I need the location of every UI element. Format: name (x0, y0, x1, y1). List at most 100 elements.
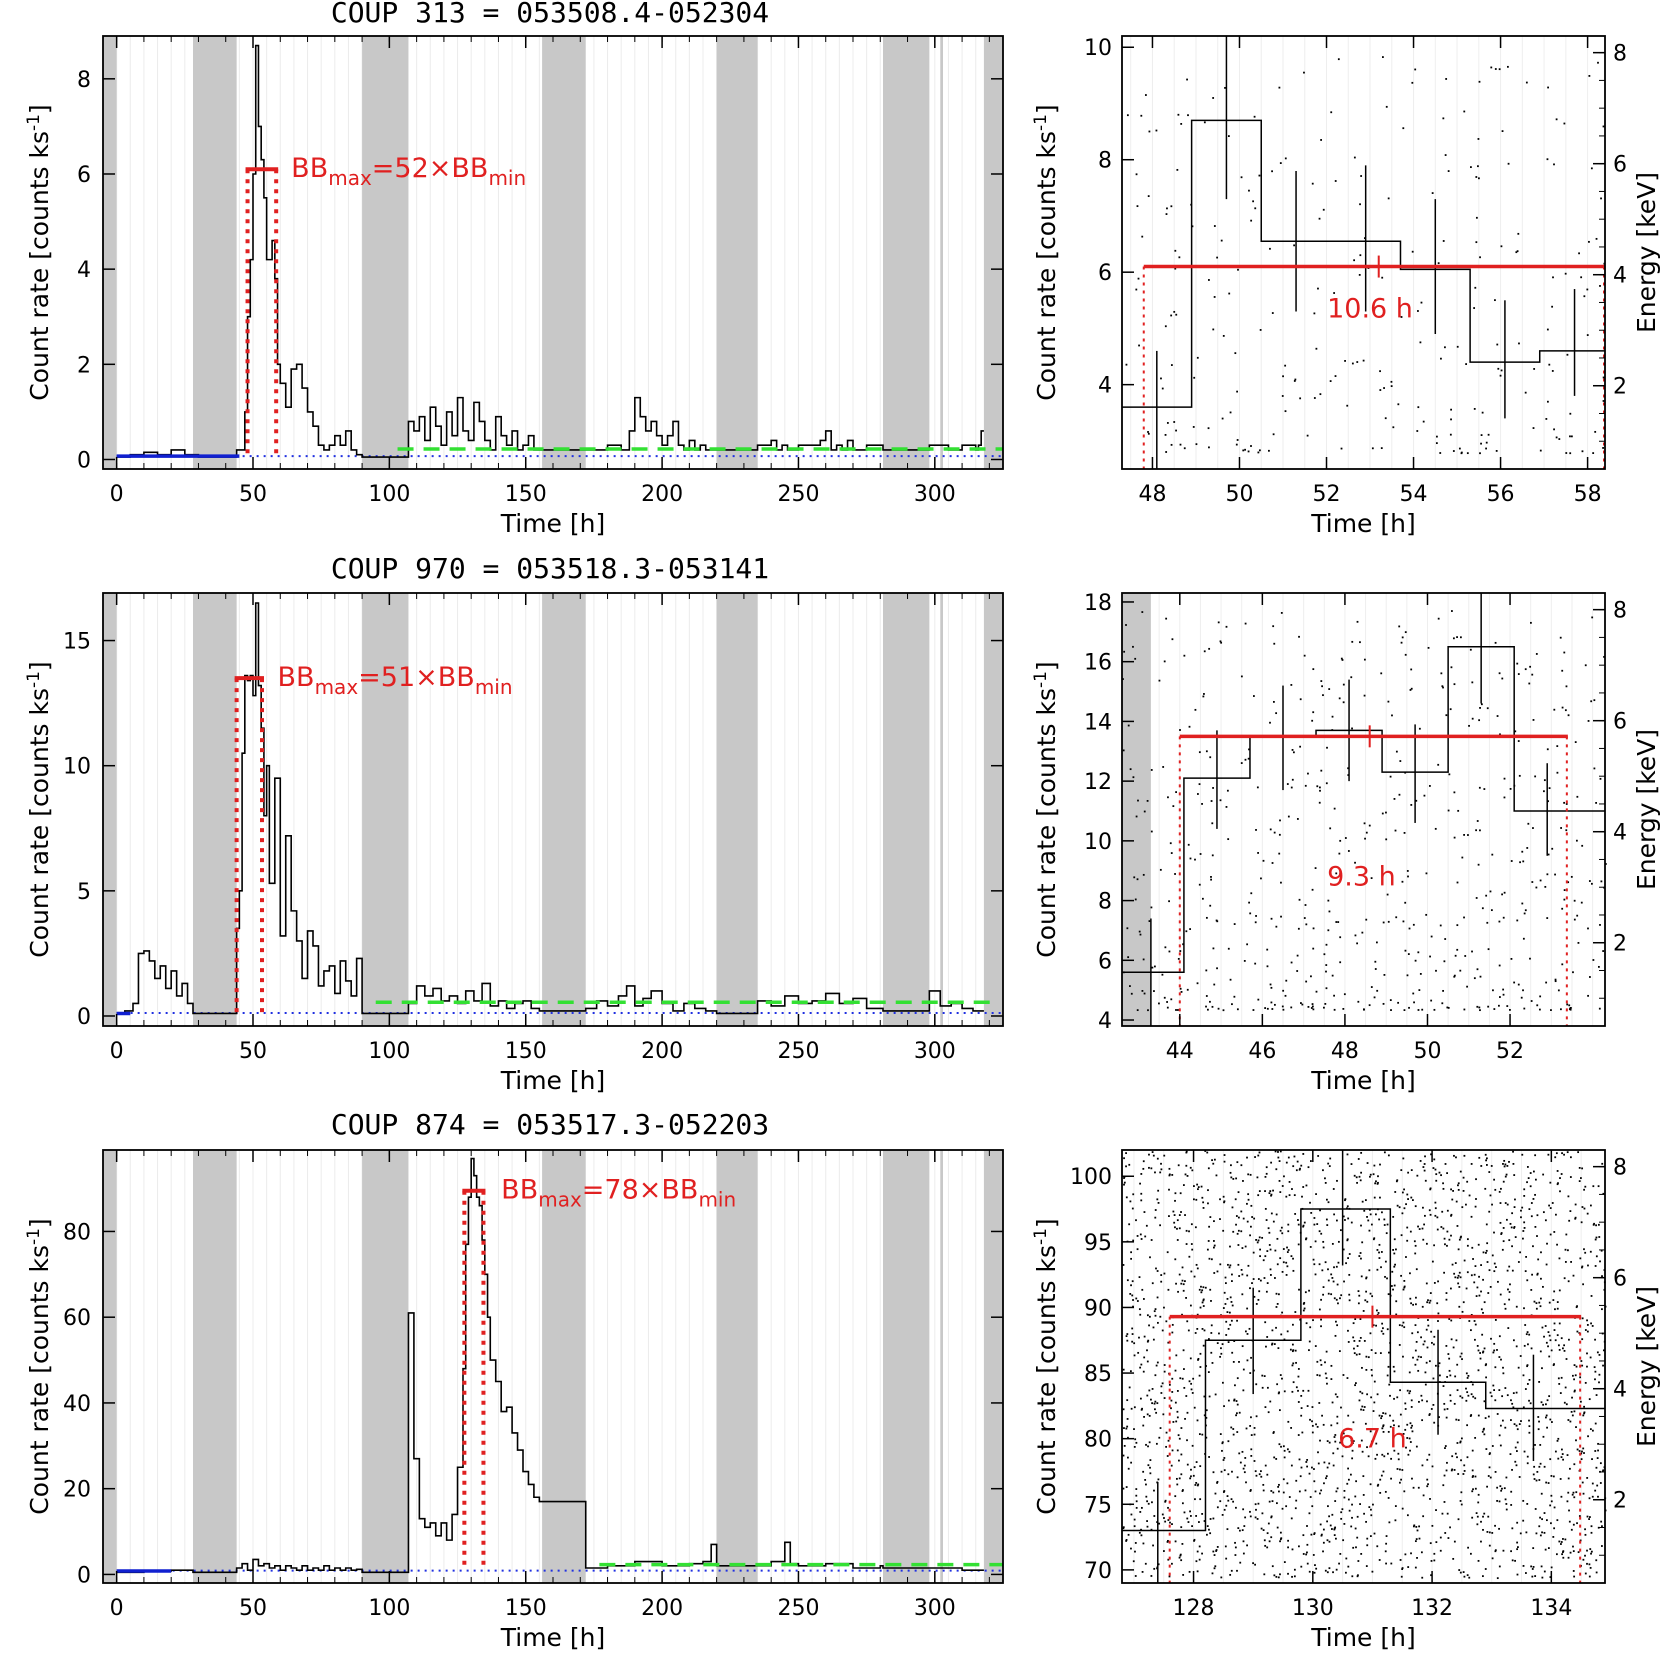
photon-event (1426, 1301, 1429, 1304)
photon-event (1334, 1393, 1337, 1396)
photon-event (1393, 1265, 1396, 1268)
photon-event (1140, 1173, 1143, 1175)
x-tick-label: 0 (110, 1596, 124, 1621)
photon-event (1516, 1409, 1519, 1412)
photon-event (1322, 1286, 1325, 1288)
photon-event (1553, 1527, 1556, 1530)
photon-event (1171, 638, 1174, 641)
photon-event (1518, 1476, 1521, 1478)
photon-event (1288, 1194, 1291, 1197)
photon-event (1156, 1157, 1159, 1160)
photon-event (1460, 1437, 1463, 1440)
photon-event (1140, 1238, 1143, 1240)
photon-event (1449, 1526, 1451, 1529)
photon-event (1148, 1389, 1151, 1392)
photon-event (1583, 1248, 1585, 1251)
photon-event (1208, 647, 1211, 650)
photon-event (1531, 673, 1534, 676)
photon-event (1294, 1507, 1297, 1510)
photon-event (1461, 1310, 1464, 1313)
photon-event (1399, 1481, 1401, 1484)
photon-event (1378, 1414, 1381, 1417)
photon-event (1409, 689, 1412, 691)
photon-event (1395, 1248, 1397, 1251)
photon-event (1209, 1216, 1212, 1218)
photon-event (1384, 1260, 1387, 1263)
photon-event (1423, 1169, 1426, 1172)
photon-event (1278, 1293, 1280, 1296)
photon-event (1400, 1575, 1403, 1578)
photon-event (1465, 1387, 1467, 1390)
photon-event (1515, 1305, 1518, 1308)
photon-event (1358, 1255, 1361, 1257)
photon-event (1212, 1550, 1215, 1553)
photon-event (1470, 1414, 1473, 1416)
photon-event (1146, 1314, 1149, 1317)
photon-event (1178, 1214, 1181, 1216)
bb-ratio-annotation: BBmax=52×BBmin (291, 153, 526, 190)
photon-event (1549, 1504, 1552, 1507)
photon-event (1560, 1495, 1563, 1498)
photon-event (1322, 208, 1325, 211)
photon-event (1346, 1207, 1348, 1210)
photon-event (1491, 1203, 1493, 1206)
photon-event (1602, 1364, 1604, 1367)
plot-frame (1121, 1149, 1606, 1584)
photon-event (1581, 1266, 1583, 1269)
photon-event (1455, 1200, 1458, 1203)
photon-event (1158, 1002, 1160, 1005)
photon-event (1221, 1381, 1224, 1384)
photon-event (1139, 1182, 1141, 1185)
photon-event (1273, 1003, 1276, 1006)
photon-event (1415, 799, 1418, 802)
photon-event (1538, 1465, 1541, 1468)
photon-event (1479, 829, 1481, 832)
photon-event (1179, 443, 1182, 446)
photon-event (1314, 1240, 1317, 1243)
photon-event (1151, 1402, 1154, 1405)
photon-event (1516, 1548, 1519, 1551)
photon-event (1492, 1384, 1495, 1387)
photon-event (1361, 931, 1364, 934)
photon-event (1395, 1300, 1398, 1303)
photon-event (1414, 1349, 1417, 1352)
photon-event (1411, 1199, 1414, 1201)
photon-event (1575, 1439, 1577, 1442)
photon-event (1276, 1526, 1279, 1529)
photon-event (1456, 1225, 1459, 1227)
photon-event (1406, 1514, 1409, 1517)
photon-event (1285, 979, 1288, 982)
photon-event (1282, 1248, 1285, 1250)
photon-event (1128, 1163, 1131, 1166)
photon-event (1212, 787, 1214, 789)
photon-event (1511, 1468, 1513, 1471)
data-gap-band (983, 36, 1003, 469)
photon-event (1236, 1569, 1238, 1572)
x-tick-label: 48 (1331, 1039, 1359, 1064)
photon-event (1588, 1398, 1591, 1401)
photon-event (1483, 788, 1486, 790)
photon-event (1601, 1545, 1603, 1547)
photon-event (1402, 1321, 1405, 1324)
photon-event (1441, 1210, 1444, 1213)
photon-event (1339, 839, 1342, 842)
photon-event (1457, 1182, 1460, 1185)
photon-event (1498, 1004, 1500, 1007)
photon-event (1160, 1274, 1163, 1276)
photon-event (1322, 1423, 1325, 1426)
photon-event (1533, 1300, 1536, 1303)
photon-event (1477, 1369, 1480, 1372)
photon-event (1500, 1358, 1502, 1361)
photon-event (1485, 1376, 1487, 1379)
photon-event (1202, 1298, 1205, 1301)
photon-event (1293, 1568, 1296, 1571)
photon-event (1134, 1575, 1137, 1577)
photon-event (1123, 1157, 1125, 1160)
photon-event (1361, 1366, 1363, 1369)
photon-event (1402, 1157, 1405, 1160)
photon-event (1275, 1326, 1277, 1329)
photon-event (1331, 1528, 1333, 1530)
photon-event (1132, 1299, 1134, 1301)
photon-event (1235, 1177, 1238, 1180)
left-ylabel: Count rate [counts ks-1] (24, 104, 54, 400)
